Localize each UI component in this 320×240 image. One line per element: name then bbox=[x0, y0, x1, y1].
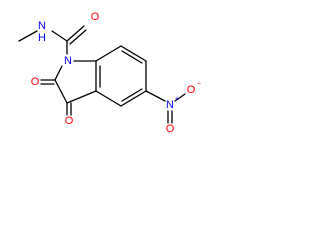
amide-nitrogen-label: N bbox=[38, 20, 46, 32]
bond-c7a-c7 bbox=[95, 45, 122, 62]
nitro-nitrogen-charge: + bbox=[175, 96, 179, 103]
bond-c7-c6-inner bbox=[121, 50, 143, 64]
bond-c4-c3a bbox=[95, 90, 122, 107]
atom-labels: N H O N O O N + O − O bbox=[31, 11, 201, 135]
keto-oxygen-upper-label: O bbox=[31, 76, 40, 88]
bonds bbox=[18, 25, 186, 124]
bond-nitro-n-o-single bbox=[174, 93, 186, 102]
nitro-oxygen-single-label: O bbox=[187, 84, 196, 96]
bond-c5-c4-inner bbox=[121, 88, 143, 102]
nitro-nitrogen-label: N bbox=[166, 99, 174, 111]
bond-c5-c4 bbox=[120, 90, 147, 107]
bond-c7-c6 bbox=[120, 45, 147, 62]
amide-oxygen-label: O bbox=[91, 11, 100, 23]
ring-nitrogen-label: N bbox=[64, 55, 72, 67]
bond-ring-n-c2 bbox=[54, 65, 63, 81]
bond-methyl-nh bbox=[18, 30, 38, 42]
bond-c5-nitro-n bbox=[145, 90, 166, 102]
nitro-oxygen-double-label: O bbox=[166, 123, 175, 135]
nitro-oxygen-charge: − bbox=[197, 81, 201, 88]
bond-c3-c3a bbox=[66, 90, 97, 104]
bond-c2-c3 bbox=[54, 79, 68, 104]
bond-nh-carbonyl bbox=[51, 30, 68, 42]
keto-oxygen-lower-label: O bbox=[65, 115, 74, 127]
bond-carbonyl-o-2 bbox=[69, 29, 87, 45]
molecule-structure-diagram: N H O N O O N + O − O bbox=[18, 11, 201, 135]
amide-hydrogen-label: H bbox=[38, 32, 46, 44]
bond-carbonyl-o-1 bbox=[66, 25, 85, 42]
